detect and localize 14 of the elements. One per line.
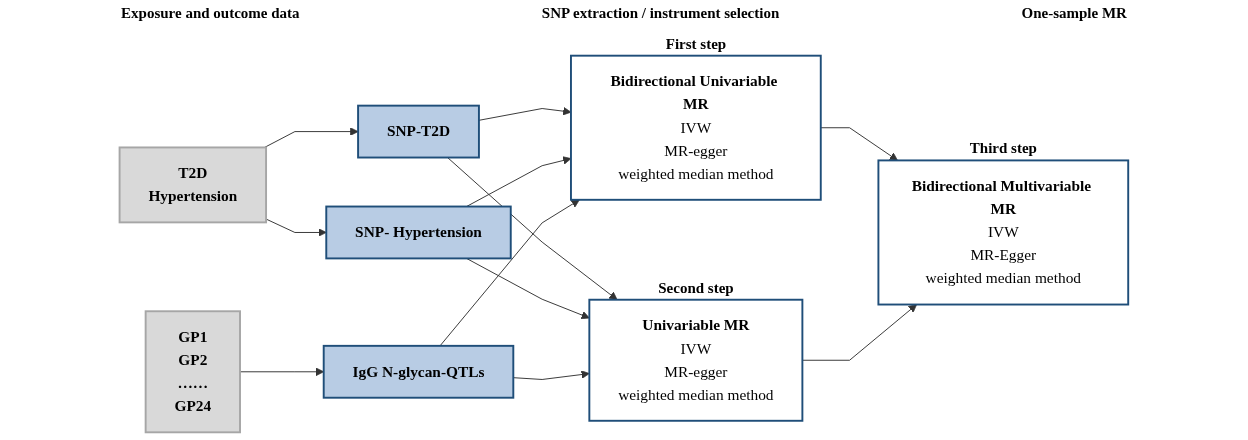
node-box: Bidirectional Univariable MR IVW MR-egger weighted median method xyxy=(570,54,822,201)
step-label: Third step xyxy=(969,140,1037,158)
column-heading: SNP extraction / instrument selection xyxy=(541,4,780,22)
step-label: Second step xyxy=(658,279,734,297)
node-box: SNP-T2D xyxy=(357,104,480,159)
node-box: Bidirectional Multivariable MR IVW MR-Egger weighted median method xyxy=(877,159,1130,306)
step-label: First step xyxy=(665,35,727,53)
node-box: T2D Hypertension xyxy=(118,146,268,224)
column-heading: One-sample MR xyxy=(1021,4,1127,22)
node-box: GP1 GP2 …… GP24 xyxy=(144,310,242,434)
node-box: IgG N-glycan-QTLs xyxy=(322,344,515,399)
column-heading: Exposure and outcome data xyxy=(121,4,300,22)
node-box: Univariable MR IVW MR-egger weighted median method xyxy=(588,298,804,422)
node-box: SNP- Hypertension xyxy=(325,205,512,260)
